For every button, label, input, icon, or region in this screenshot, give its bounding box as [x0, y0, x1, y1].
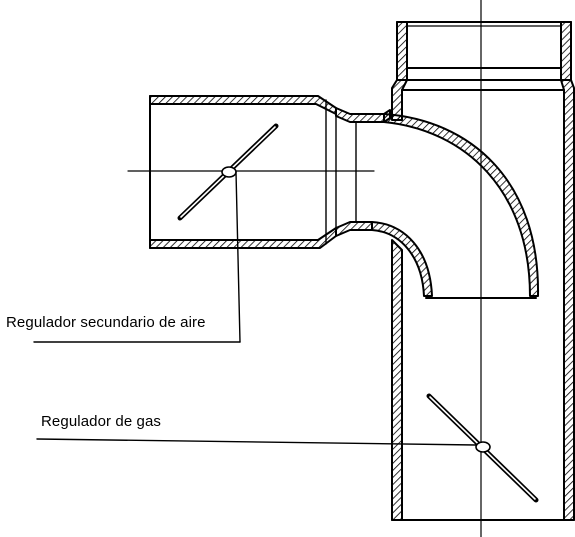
gas-damper: [36, 393, 539, 503]
duct-top-left-wall: [396, 21, 408, 81]
reducer-top: [335, 107, 391, 123]
elbow: [371, 113, 540, 299]
secondary-air-damper-label: Regulador secundario de aire: [6, 314, 206, 331]
air-damper-shaft: [235, 171, 241, 343]
side-duct-top-wall: [149, 95, 337, 115]
duct-lower-left-wall: [391, 239, 403, 521]
air-damper-pivot: [221, 166, 237, 178]
gas-damper-label: Regulador de gas: [41, 413, 162, 430]
horizontal-duct: [149, 95, 391, 249]
side-duct-bottom-wall: [149, 227, 337, 249]
reducer-bottom: [335, 221, 373, 237]
air-damper: [33, 123, 279, 343]
gas-damper-leader: [36, 438, 477, 446]
elbow-inner-wall: [371, 221, 433, 297]
elbow-outer-wall: [383, 113, 540, 297]
duct-top-right-wall: [560, 21, 572, 81]
gas-damper-pivot: [475, 441, 491, 453]
vertical-duct: [391, 21, 575, 521]
duct-right-shoulder: [560, 79, 575, 521]
